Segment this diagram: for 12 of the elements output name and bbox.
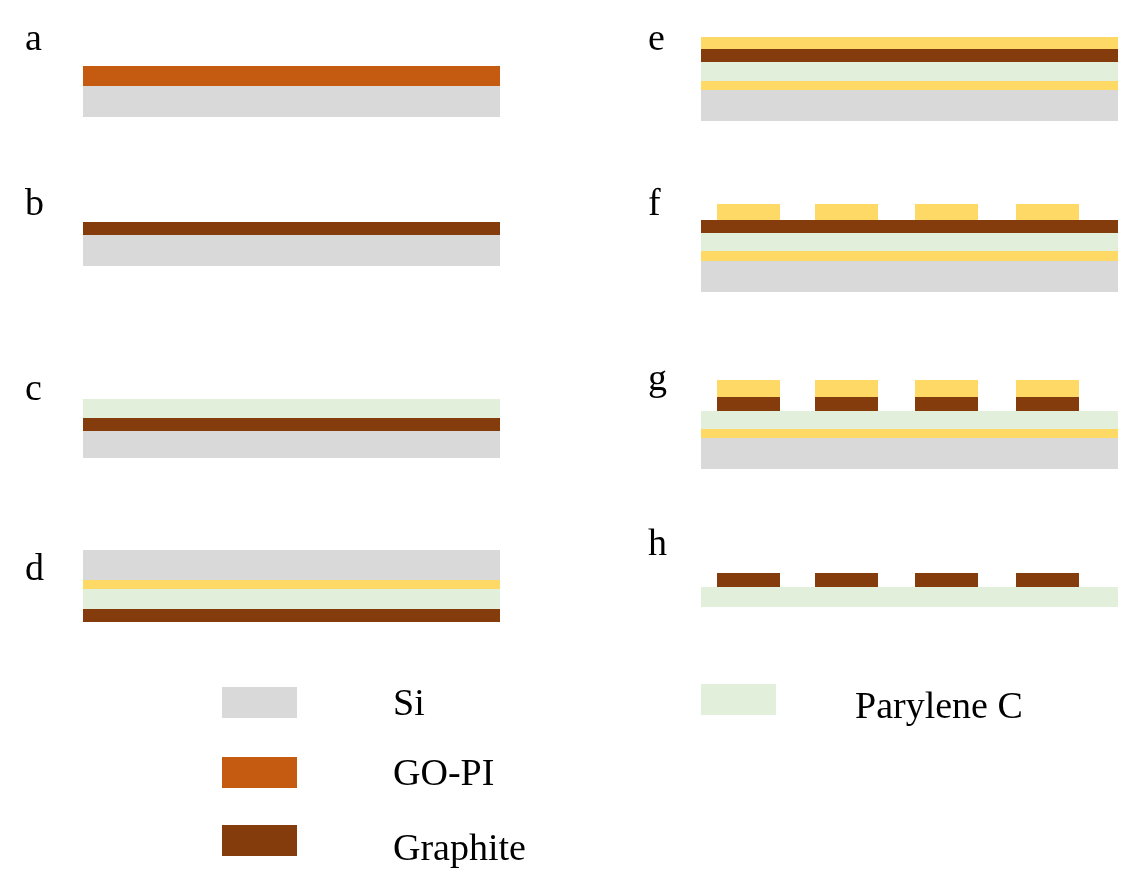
panel-label: a [25, 18, 42, 56]
panel-label: e [648, 18, 665, 56]
panel-label: d [25, 548, 44, 586]
panel-label: c [25, 368, 42, 406]
legend-label: Si [393, 683, 425, 721]
legend-label: GO-PI [393, 753, 495, 791]
panel-label: g [648, 358, 667, 396]
legend-label: Graphite [393, 828, 526, 866]
panel-label: f [648, 183, 661, 221]
panel-label: h [648, 523, 667, 561]
legend-label: Parylene C [855, 686, 1023, 724]
panel-label: b [25, 183, 44, 221]
